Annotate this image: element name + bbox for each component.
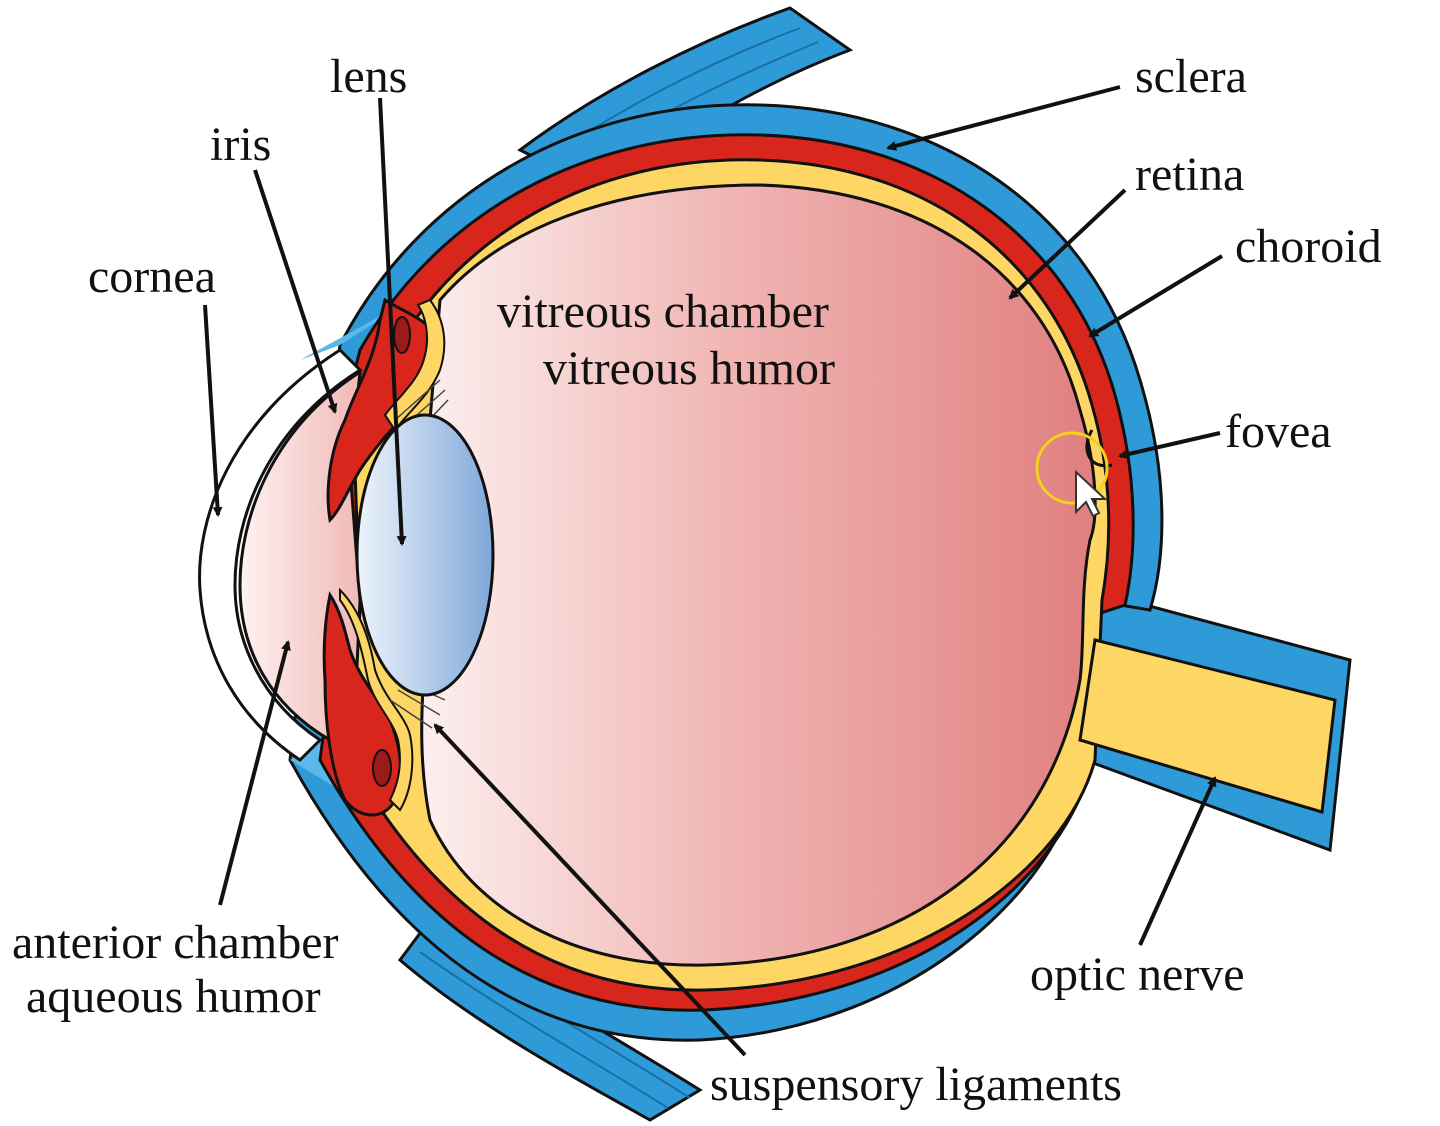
label-suspensory-ligaments: suspensory ligaments — [710, 1058, 1122, 1111]
label-vitreous-humor: vitreous humor — [543, 342, 835, 395]
label-choroid: choroid — [1235, 220, 1382, 273]
label-lens: lens — [330, 50, 407, 103]
arrow-cornea — [205, 305, 218, 515]
ciliary-detail-top — [394, 317, 410, 353]
label-vitreous-chamber: vitreous chamber — [497, 285, 829, 338]
label-aqueous-humor: aqueous humor — [26, 970, 321, 1023]
label-iris: iris — [210, 118, 271, 171]
label-cornea: cornea — [88, 250, 216, 303]
label-optic-nerve: optic nerve — [1030, 948, 1245, 1001]
arrow-sclera — [888, 87, 1120, 148]
arrow-choroid — [1090, 256, 1222, 336]
lens-body — [357, 415, 493, 695]
arrow-iris — [255, 170, 335, 412]
label-retina: retina — [1135, 148, 1244, 201]
label-fovea: fovea — [1225, 405, 1332, 458]
arrow-optic-nerve — [1140, 778, 1215, 945]
ciliary-detail-bottom — [373, 750, 391, 786]
label-sclera: sclera — [1135, 50, 1247, 103]
label-anterior-chamber: anterior chamber — [12, 916, 339, 969]
